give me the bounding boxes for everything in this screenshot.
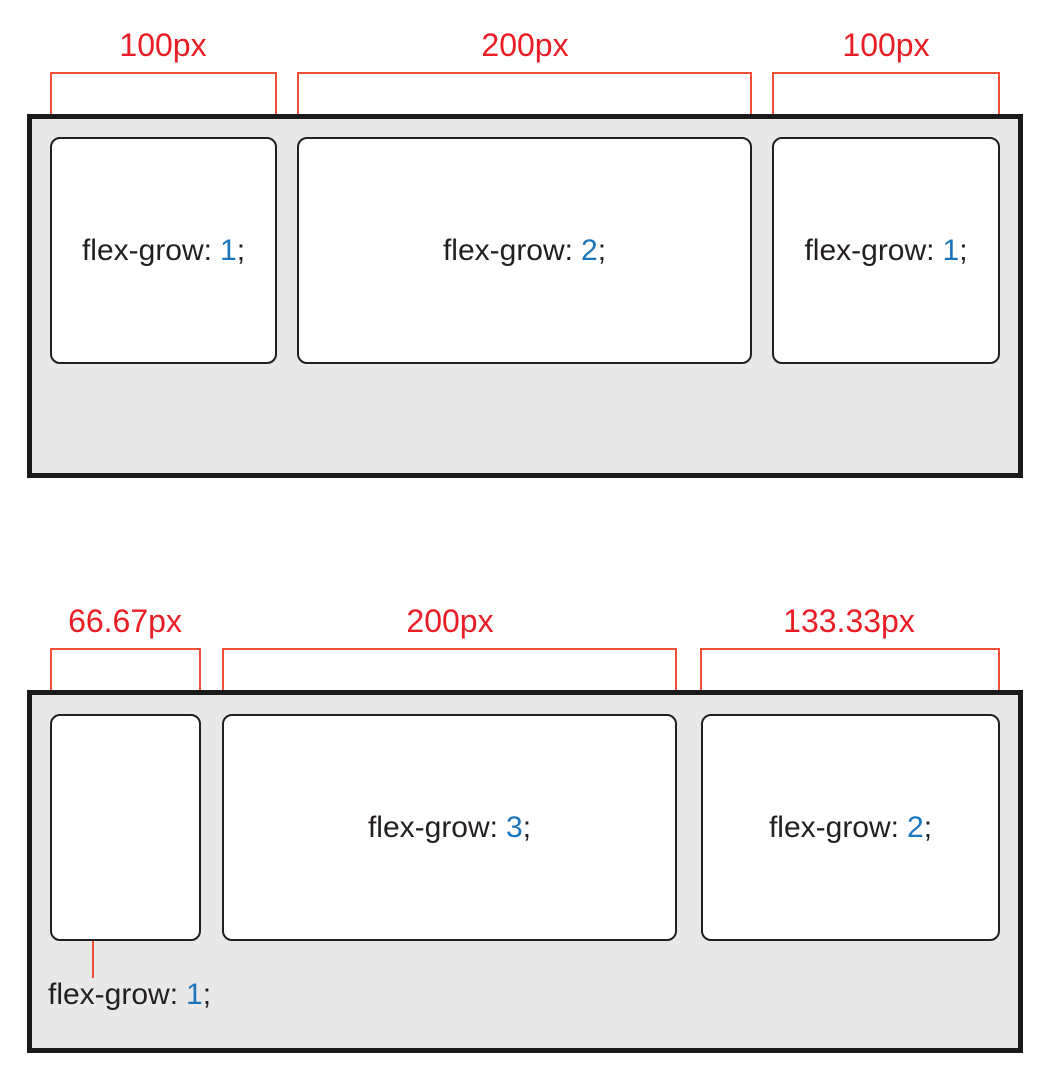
measurement-label-2b: 200px [406, 603, 494, 639]
measurement-bracket-2b [222, 648, 677, 712]
code-property: flex-grow: [768, 810, 899, 844]
code-value: 3 [506, 810, 523, 844]
code-value: 1 [942, 233, 960, 267]
flex-item-1c-code: flex-grow:1; [804, 233, 967, 269]
flex-item-2c: flex-grow:2; [701, 714, 1000, 941]
flex-item-2b: flex-grow:3; [222, 714, 677, 941]
code-property: flex-grow: [367, 810, 498, 844]
flex-item-1a: flex-grow:1; [50, 137, 277, 364]
measurement-label-1c: 100px [842, 27, 930, 63]
flex-item-2b-code: flex-grow:3; [368, 810, 531, 846]
code-property: flex-grow: [442, 233, 573, 267]
measurement-label-1b: 200px [481, 27, 569, 63]
flex-item-1a-code: flex-grow:1; [82, 233, 245, 269]
callout-label: flex-grow:1; [48, 977, 211, 1013]
code-suffix: ; [236, 233, 246, 267]
code-suffix: ; [959, 233, 968, 267]
measurement-label-2a: 66.67px [68, 603, 182, 639]
flex-item-2c-code: flex-grow:2; [769, 810, 932, 846]
code-value: 2 [581, 233, 598, 267]
code-value: 1 [186, 978, 203, 1011]
code-property: flex-grow: [804, 233, 935, 267]
measurement-label-1a: 100px [119, 27, 207, 63]
code-suffix: ; [597, 233, 607, 267]
code-suffix: ; [202, 978, 212, 1011]
flex-item-1c: flex-grow:1; [772, 137, 1000, 364]
code-property: flex-grow: [48, 978, 179, 1011]
measurement-bracket-1b [297, 72, 752, 136]
code-property: flex-grow: [81, 233, 212, 267]
measurement-bracket-2c [700, 648, 1000, 712]
flex-item-2a [50, 714, 201, 941]
flex-item-1b-code: flex-grow:2; [443, 233, 606, 269]
measurement-bracket-1c [772, 72, 1000, 136]
code-value: 1 [220, 233, 237, 267]
code-suffix: ; [522, 810, 532, 844]
flex-item-1b: flex-grow:2; [297, 137, 752, 364]
code-suffix: ; [923, 810, 933, 844]
measurement-bracket-1a [50, 72, 277, 136]
callout-pointer-line [92, 941, 94, 978]
code-value: 2 [907, 810, 924, 844]
callout-code: flex-grow:1; [48, 978, 211, 1011]
measurement-bracket-2a [50, 648, 201, 712]
measurement-label-2c: 133.33px [783, 603, 915, 639]
